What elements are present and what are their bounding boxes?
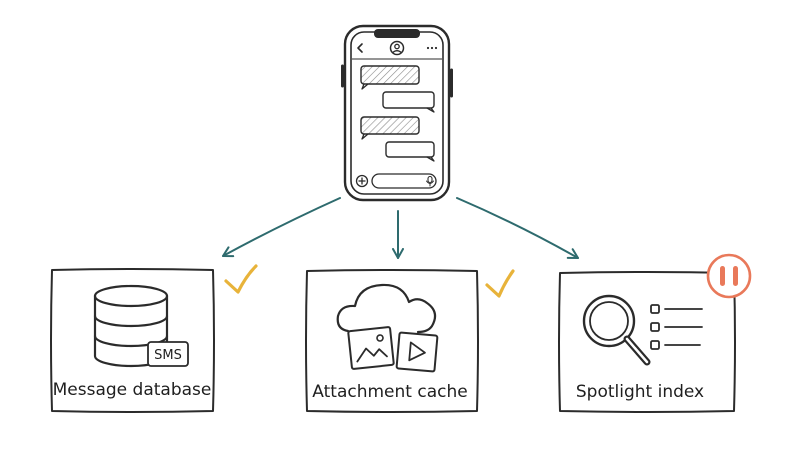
label-attachment-cache: Attachment cache — [312, 382, 467, 402]
label-message-database: Message database — [53, 380, 212, 400]
phone-body — [343, 24, 451, 202]
target-message-database: SMS Message database — [50, 268, 215, 413]
sms-badge: SMS — [147, 341, 189, 367]
target-attachment-cache: Attachment cache — [305, 269, 479, 413]
microphone-icon — [426, 175, 434, 187]
contact-avatar-icon — [389, 40, 405, 56]
list-icon — [650, 304, 703, 350]
message-bubble-outgoing-1 — [382, 91, 435, 113]
phone-illustration — [341, 24, 453, 202]
plus-icon — [355, 174, 369, 188]
cloud-media-icon — [336, 283, 439, 373]
magnifier-icon — [582, 294, 651, 366]
message-bubble-outgoing-2 — [385, 141, 435, 162]
box-frame — [305, 269, 479, 413]
video-card-icon — [395, 331, 439, 373]
check-icon — [485, 269, 515, 298]
arrow-to-spotlight-index — [456, 197, 579, 259]
check-icon — [224, 264, 258, 294]
arrow-to-message-database — [222, 197, 341, 258]
sms-badge-label: SMS — [154, 348, 182, 363]
box-frame — [558, 271, 736, 413]
message-bubble-incoming-1 — [360, 65, 420, 90]
label-spotlight-index: Spotlight index — [576, 382, 704, 402]
connector-arrows — [222, 197, 579, 259]
message-input-field — [371, 173, 437, 189]
target-spotlight-index: Spotlight index — [558, 271, 736, 413]
more-dots-icon — [426, 46, 438, 50]
box-frame — [50, 268, 215, 413]
phone-screen — [350, 31, 444, 195]
pause-icon — [706, 253, 752, 299]
photo-card-icon — [347, 326, 395, 370]
back-chevron-icon — [357, 43, 363, 53]
message-bubble-incoming-2 — [360, 116, 420, 140]
phone-notch — [374, 29, 420, 38]
